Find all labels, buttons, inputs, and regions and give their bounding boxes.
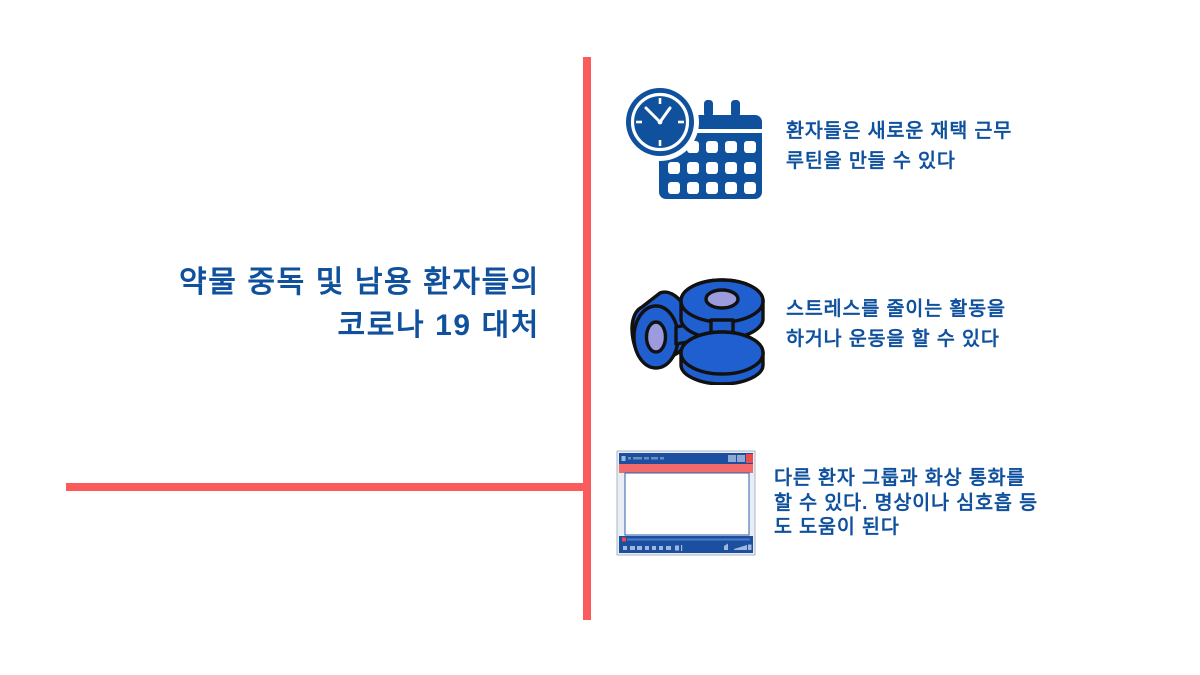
list-item-text-line-1: 다른 환자 그룹과 화상 통화를 <box>774 466 1026 489</box>
list-item-text-line-2: 할 수 있다. 명상이나 심호흡 등 <box>774 491 1038 514</box>
list-item-text-line-1: 환자들은 새로운 재택 근무 <box>786 120 1013 143</box>
list-item-text: 다른 환자 그룹과 화상 통화를 할 수 있다. 명상이나 심호흡 등 도 도움… <box>774 466 1038 541</box>
list-item: 환자들은 새로운 재택 근무 루틴을 만들 수 있다 <box>612 78 1200 216</box>
list-item-text-line-2: 하거나 운동을 할 수 있다 <box>786 328 1000 350</box>
list-item: 다른 환자 그룹과 화상 통화를 할 수 있다. 명상이나 심호흡 등 도 도움… <box>612 450 1200 556</box>
list-item: 스트레스를 줄이는 활동을 하거나 운동을 할 수 있다 <box>612 265 1200 385</box>
item-list: 환자들은 새로운 재택 근무 루틴을 만들 수 있다 <box>612 60 1200 620</box>
dumbbells-icon <box>612 265 772 385</box>
vertical-red-divider <box>583 57 591 620</box>
list-item-text-line-3: 도 도움이 된다 <box>774 516 900 539</box>
video-call-window-icon <box>612 450 760 556</box>
slide-title-line-2: 코로나 19 대처 <box>337 308 540 342</box>
list-item-text: 스트레스를 줄이는 활동을 하거나 운동을 할 수 있다 <box>786 295 1006 354</box>
slide-title: 약물 중독 및 남용 환자들의 코로나 19 대처 <box>40 262 540 347</box>
calendar-clock-icon <box>612 78 772 216</box>
list-item-text-line-2: 루틴을 만들 수 있다 <box>786 150 956 172</box>
slide-title-line-1: 약물 중독 및 남용 환자들의 <box>179 266 540 299</box>
list-item-text: 환자들은 새로운 재택 근무 루틴을 만들 수 있다 <box>786 117 1012 176</box>
list-item-text-line-1: 스트레스를 줄이는 활동을 <box>786 298 1006 321</box>
horizontal-red-divider <box>66 483 587 491</box>
